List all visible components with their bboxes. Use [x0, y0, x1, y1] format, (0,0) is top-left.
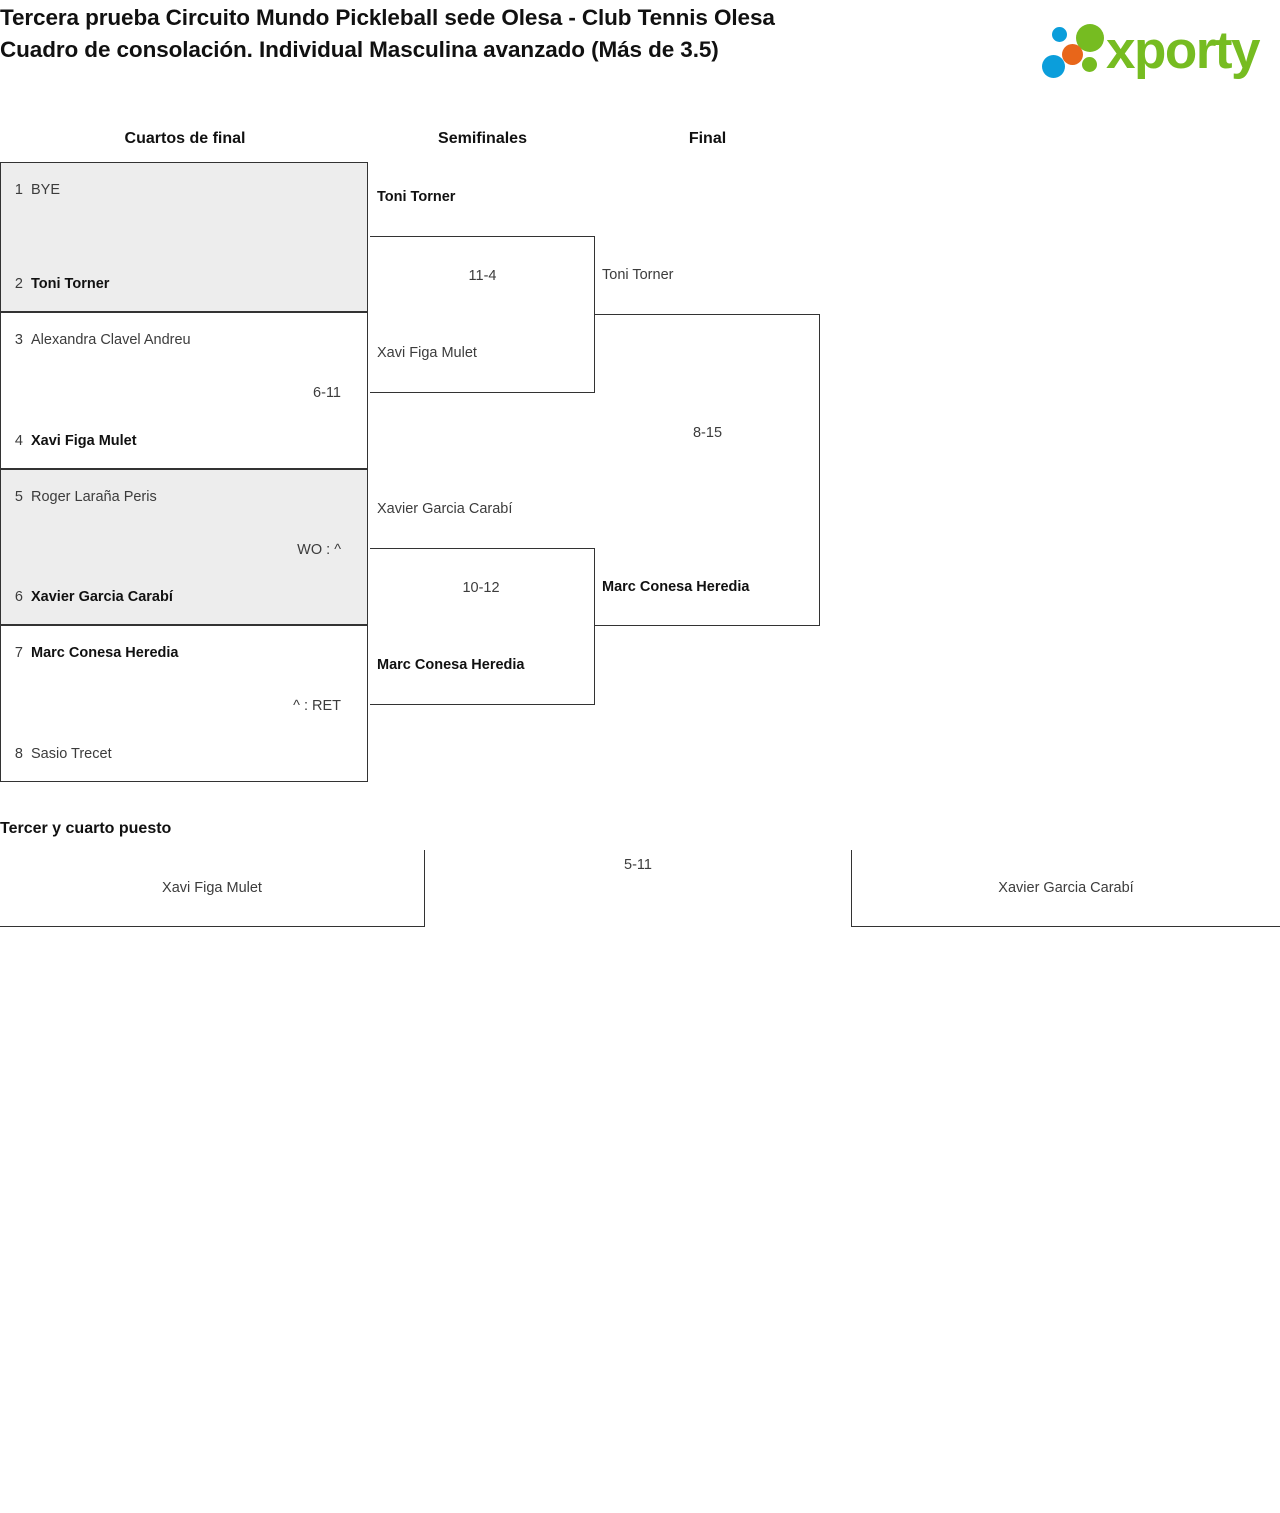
tournament-bracket: 1 BYE 2 Toni Torner 3 Alexandra Clavel Andr… [0, 162, 820, 782]
advanced-player-r3-bottom[interactable]: Marc Conesa Heredia [602, 579, 750, 595]
match-r2-2[interactable]: 10-12 [370, 548, 595, 705]
bracket-slot[interactable]: 1 BYE [1, 180, 367, 200]
seed-number: 8 [14, 746, 23, 762]
xporty-logo: xporty [1040, 21, 1275, 84]
player-name: Xavier Garcia Carabí [998, 880, 1134, 896]
match-r1-1[interactable]: 1 BYE 2 Toni Torner [0, 162, 368, 312]
seed-number: 7 [14, 645, 23, 661]
match-score: WO : ^ [297, 542, 341, 558]
player-name: Xavi Figa Mulet [31, 433, 137, 449]
advanced-player-r2-1-top[interactable]: Toni Torner [377, 189, 456, 205]
tournament-title-block: Tercera prueba Circuito Mundo Pickleball… [0, 2, 900, 66]
player-name: BYE [31, 182, 61, 198]
match-r1-4[interactable]: 7 Marc Conesa Heredia ^ : RET 8 Sasio Trec… [0, 625, 368, 782]
match-score: 8-15 [692, 425, 723, 441]
seed-number: 2 [14, 276, 23, 292]
player-name: Toni Torner [31, 276, 110, 292]
match-r3-final[interactable]: 8-15 [595, 314, 820, 626]
player-name: Marc Conesa Heredia [31, 645, 179, 661]
seed-number: 1 [14, 182, 23, 198]
player-name: Roger Laraña Peris [31, 489, 157, 505]
player-name: Xavi Figa Mulet [162, 880, 262, 896]
page-header: Tercera prueba Circuito Mundo Pickleball… [0, 0, 1280, 110]
seed-number: 3 [14, 332, 23, 348]
third-place-bracket: Xavi Figa Mulet 5-11 Xavier Garcia Carab… [0, 850, 1280, 928]
logo-dots-icon [1040, 22, 1112, 84]
advanced-player-r2-2-top[interactable]: Xavier Garcia Carabí [377, 501, 513, 517]
third-place-title: Tercer y cuarto puesto [0, 820, 172, 837]
logo-dot-blue-large [1042, 55, 1065, 78]
player-name: Alexandra Clavel Andreu [31, 332, 191, 348]
third-place-slot-right[interactable]: Xavier Garcia Carabí [851, 850, 1280, 927]
advanced-player-r2-2-bottom[interactable]: Marc Conesa Heredia [377, 657, 525, 673]
match-score: ^ : RET [293, 698, 341, 714]
bracket-slot[interactable]: 2 Toni Torner [1, 274, 367, 294]
advanced-player-r2-1-bottom[interactable]: Xavi Figa Mulet [377, 345, 477, 361]
match-r2-1[interactable]: 11-4 [370, 236, 595, 393]
match-score: 10-12 [462, 580, 500, 596]
bracket-slot[interactable]: 8 Sasio Trecet [1, 744, 367, 764]
player-name: Sasio Trecet [31, 746, 112, 762]
seed-number: 6 [14, 589, 23, 605]
round-header-semifinals: Semifinales [438, 130, 527, 147]
advanced-player-r3-top[interactable]: Toni Torner [602, 267, 674, 283]
bracket-slot[interactable]: 6 Xavier Garcia Carabí [1, 587, 367, 607]
match-score: 11-4 [468, 268, 497, 284]
draw-subtitle: Cuadro de consolación. Individual Mascul… [0, 37, 719, 62]
seed-number: 4 [14, 433, 23, 449]
seed-number: 5 [14, 489, 23, 505]
bracket-slot[interactable]: 5 Roger Laraña Peris [1, 487, 367, 507]
third-place-slot-left[interactable]: Xavi Figa Mulet [0, 850, 425, 927]
bracket-slot[interactable]: 7 Marc Conesa Heredia [1, 643, 367, 663]
logo-dot-orange [1062, 44, 1083, 65]
logo-dot-blue-small [1052, 27, 1067, 42]
match-score: 6-11 [313, 385, 341, 401]
match-r1-3[interactable]: 5 Roger Laraña Peris WO : ^ 6 Xavier Garci… [0, 469, 368, 625]
third-place-score: 5-11 [624, 857, 652, 873]
player-name: Xavier Garcia Carabí [31, 589, 173, 605]
logo-wordmark: xporty [1106, 21, 1260, 80]
tournament-name: Tercera prueba Circuito Mundo Pickleball… [0, 5, 775, 30]
round-header-quarterfinals: Cuartos de final [124, 130, 246, 147]
round-header-final: Final [688, 130, 727, 147]
logo-dot-green-small [1082, 57, 1097, 72]
bracket-slot[interactable]: 3 Alexandra Clavel Andreu [1, 330, 367, 350]
bracket-slot[interactable]: 4 Xavi Figa Mulet [1, 431, 367, 451]
match-r1-2[interactable]: 3 Alexandra Clavel Andreu 6-11 4 Xavi Figa… [0, 312, 368, 469]
